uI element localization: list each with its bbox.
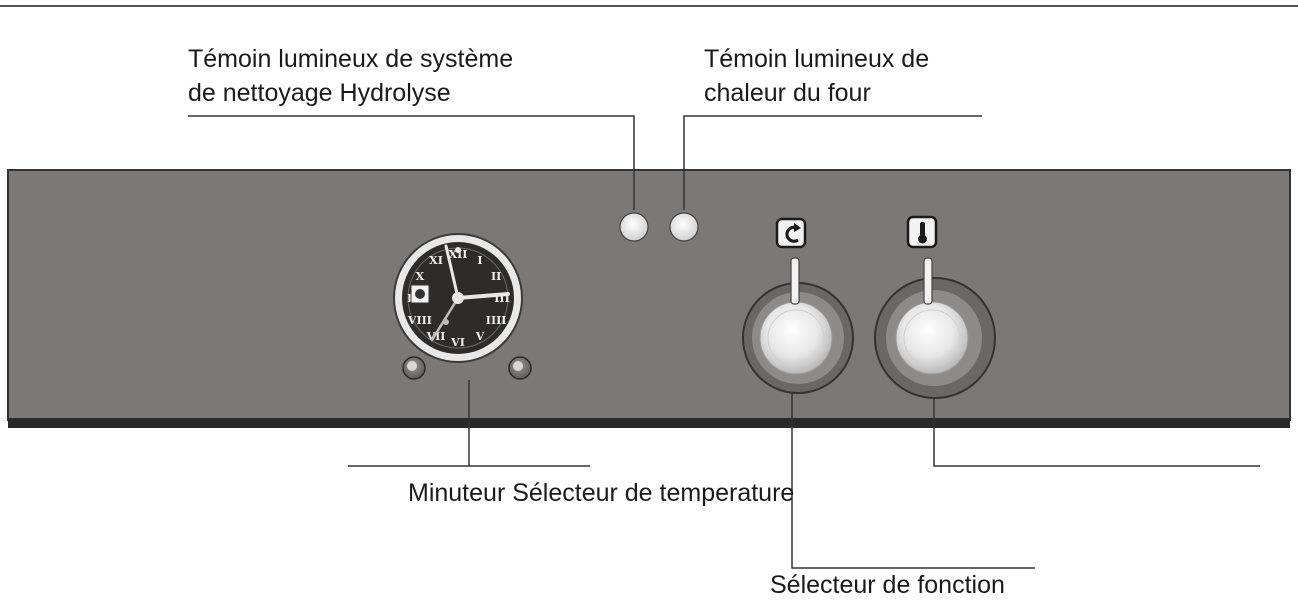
clock-numeral: IIII [486, 314, 507, 327]
control-panel-bottom-edge [8, 418, 1290, 428]
clock-numeral: II [491, 270, 501, 283]
clock-numeral: VIII [407, 314, 432, 327]
clock-numeral: V [475, 330, 485, 343]
temperature-selector-knob[interactable] [874, 257, 996, 399]
heat-indicator-light [669, 212, 699, 242]
clock-numeral: XI [429, 254, 443, 267]
clock-hour-hand [456, 292, 510, 300]
timer-left-button[interactable] [402, 356, 426, 380]
clock-numerals: XIIIIIIIIIIIIVVIVIIVIIIIXXXI [407, 248, 510, 349]
clock-numeral: XII [449, 248, 468, 261]
thermometer-icon [906, 215, 938, 249]
clock-numeral: X [416, 270, 425, 283]
function-selector-knob[interactable] [742, 257, 854, 394]
label-hydrolysis-indicator-line2: de nettoyage Hydrolyse [188, 79, 451, 107]
timer-clock[interactable]: XIIIIIIIIIIIIVVIVIIVIIIIXXXI [393, 233, 523, 363]
label-heat-indicator-line2: chaleur du four [704, 79, 871, 107]
function-selector-pointer [790, 257, 800, 305]
control-panel [7, 169, 1291, 421]
clock-center [452, 292, 464, 304]
label-heat-indicator-line1: Témoin lumineux de [704, 45, 930, 73]
clock-timer-hand [430, 296, 460, 342]
rotating-arrows-icon [775, 217, 807, 249]
clock-minute-hand [444, 244, 460, 300]
label-hydrolysis-indicator-line1: Témoin lumineux de système [188, 45, 514, 73]
label-timer-and-temperature: Minuteur Sélecteur de temperature [408, 479, 795, 507]
clock-numeral: VI [450, 336, 465, 349]
clock-numeral: I [477, 254, 482, 267]
label-function-selector: Sélecteur de fonction [770, 571, 1005, 599]
timer-right-button[interactable] [508, 356, 532, 380]
leader-hydrolysis-indicator [188, 115, 635, 210]
leader-lines [188, 115, 1260, 569]
hydrolysis-indicator-light [619, 212, 649, 242]
leader-temperature-selector [933, 375, 1260, 467]
leader-heat-indicator [683, 115, 982, 210]
leader-function-selector [791, 375, 1035, 569]
temperature-selector-pointer [923, 257, 933, 305]
